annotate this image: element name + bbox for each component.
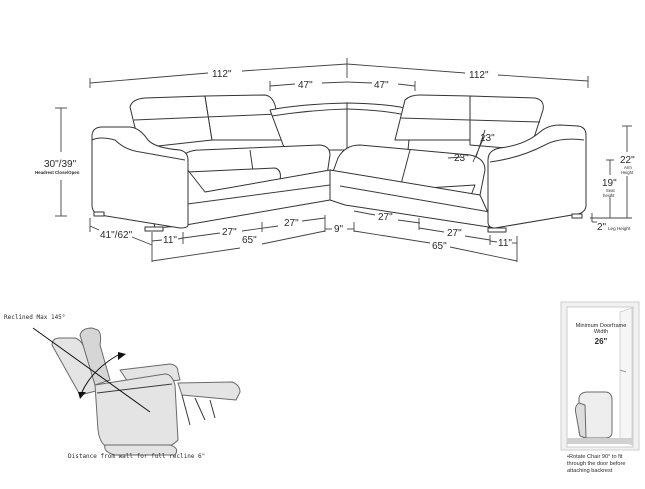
- top-dimension-lines: [89, 58, 589, 91]
- dim-leg-height-caption: Leg Height: [608, 226, 631, 231]
- dim-arm-height-caption-1: Arm: [624, 165, 632, 170]
- dim-corner-gap: 9": [334, 224, 344, 235]
- doorframe-note-2: through the door before: [567, 461, 625, 467]
- dim-left-width: 112": [212, 69, 232, 80]
- height-dimension-line: [55, 107, 67, 217]
- dim-right-width: 112": [469, 70, 489, 81]
- dim-arm-height: 22": [620, 155, 635, 166]
- seat-depth-dim-line: [447, 156, 463, 159]
- dim-seat-depth: 23": [454, 153, 469, 164]
- dim-corner-left: 47": [298, 80, 313, 91]
- doorframe-label-1: Minimum Doorframe: [576, 323, 627, 329]
- sectional-sofa-drawing: [91, 94, 587, 233]
- recline-distance-caption: Distance from wall for full recline 6": [68, 453, 205, 460]
- doorframe-note-3: attaching backrest: [567, 468, 613, 474]
- dim-corner-right: 47": [374, 80, 389, 91]
- dim-left-total: 65": [242, 235, 257, 246]
- dim-depth: 41"/62": [100, 230, 133, 241]
- dim-left-seat-2: 27": [284, 218, 299, 229]
- recliner-drawing: [51, 327, 241, 456]
- recline-max-label: Reclined Max 145°: [4, 314, 65, 321]
- dim-right-total: 65": [432, 241, 447, 252]
- doorframe-label-2: Width: [594, 329, 608, 335]
- doorframe-illustration: [560, 301, 640, 451]
- recline-angle-arrow: [32, 327, 151, 413]
- dim-left-seat-1: 27": [222, 227, 237, 238]
- dim-leg-height: 2": [597, 222, 607, 233]
- dim-height-caption: Headrest Close/Open: [35, 170, 80, 175]
- dim-seat-height-caption-2: height: [603, 193, 615, 198]
- right-height-dimension-lines: [590, 125, 632, 223]
- dim-headrest-height: 13": [480, 133, 495, 144]
- dim-seat-height: 19": [602, 178, 617, 189]
- doorframe-note-1: •Rotate Chair 90° to fit: [567, 454, 623, 460]
- depth-dimension-line: [89, 218, 153, 246]
- dim-arm-height-caption-2: Height: [621, 170, 634, 175]
- headrest-dim-line: [472, 134, 486, 163]
- dim-right-seat-1: 27": [378, 212, 393, 223]
- dim-right-seat-2: 27": [447, 228, 462, 239]
- dim-seat-height-caption-1: Seat: [606, 188, 615, 193]
- dim-right-arm: 11": [498, 238, 512, 249]
- dim-left-arm: 11": [163, 235, 177, 246]
- doorframe-width-value: 26": [595, 337, 608, 346]
- dim-height: 30"/39": [44, 159, 77, 170]
- bottom-dimension-lines: [151, 210, 518, 262]
